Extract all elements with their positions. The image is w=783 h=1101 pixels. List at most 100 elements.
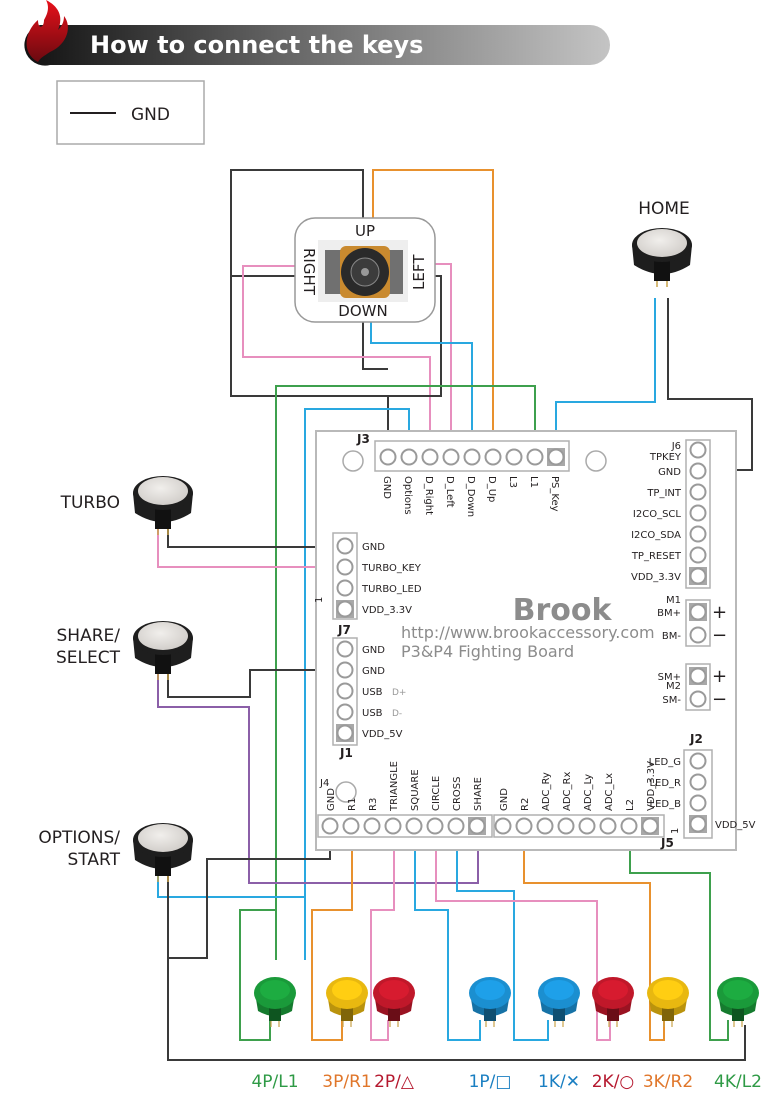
- board-url: http://www.brookaccessory.com: [401, 623, 655, 642]
- j6-pin-label: I2CO_SDA: [631, 530, 681, 541]
- j5-label: J5: [660, 836, 674, 850]
- button-turbo[interactable]: [133, 476, 193, 535]
- button-options[interactable]: [133, 823, 193, 882]
- wire-joystick-gnd-d: [388, 275, 442, 397]
- j1-pin-gnd: [336, 661, 354, 679]
- j2-pin-led_g: [689, 752, 707, 770]
- action-button[interactable]: [538, 977, 580, 1027]
- board-outline: [315, 430, 737, 851]
- j6-pin-label: TPKEY: [649, 452, 682, 463]
- button-switch: [155, 650, 171, 674]
- j5-pin-adc_ry: [536, 817, 554, 835]
- button-turbo-label: TURBO: [60, 493, 120, 513]
- m2-pin-label: SM+: [658, 672, 681, 683]
- j2-pin-label: LED_B: [650, 799, 682, 810]
- j4-pin-label: TRIANGLE: [389, 761, 400, 812]
- j5-pin-label: ADC_Ry: [541, 772, 552, 811]
- j7-pin-gnd: [336, 537, 354, 555]
- j5-pin-l2: [620, 817, 638, 835]
- action-button[interactable]: [254, 977, 296, 1027]
- wire-4p: [239, 909, 277, 1041]
- button-switch: [654, 257, 670, 281]
- j7-header: [332, 532, 358, 620]
- j1-header: [332, 637, 358, 746]
- j1-pin-label: USB: [362, 687, 383, 698]
- wire-share-gnd: [167, 669, 345, 698]
- wire-2k: [435, 826, 611, 1041]
- mount-hole: [585, 450, 607, 472]
- j3-pin-ps_key: [547, 448, 565, 466]
- action-button[interactable]: [647, 977, 689, 1027]
- j4-pin-label: R1: [347, 798, 358, 811]
- wire-d-down: [370, 322, 473, 460]
- j3-pin-label: L1: [528, 476, 539, 488]
- wire-joystick-gnd-c: [362, 322, 388, 370]
- polarity-sign: +: [712, 666, 727, 687]
- j2-pin-label: LED_R: [649, 778, 681, 789]
- j1-pin-label: USB: [362, 708, 383, 719]
- action-button-label: 2P/△: [374, 1072, 415, 1092]
- j4-pin-share: [468, 817, 486, 835]
- button-share[interactable]: [133, 621, 193, 680]
- j3-pin-l1: [526, 448, 544, 466]
- action-button[interactable]: [326, 977, 368, 1027]
- button-share-label: SHARE/: [57, 626, 121, 646]
- j3-pin-label: GND: [381, 476, 392, 499]
- j5-pin-vdd_3.3v: [641, 817, 659, 835]
- button-home[interactable]: [632, 228, 692, 287]
- wire-turbo-key: [157, 526, 345, 568]
- j6-header: [685, 439, 711, 589]
- m2-pin-label: SM-: [662, 695, 681, 706]
- j4-pin-label: GND: [326, 788, 337, 811]
- action-button[interactable]: [373, 977, 415, 1027]
- j4-pin-cross: [447, 817, 465, 835]
- j7-pin-label: TURBO_KEY: [361, 563, 422, 574]
- j7-pin-turbo_led: [336, 579, 354, 597]
- j5-pin-label: GND: [499, 788, 510, 811]
- board-brand: Brook: [513, 593, 613, 628]
- j4-pin-label: CROSS: [452, 777, 463, 812]
- j2-pin-label: LED_G: [649, 757, 681, 768]
- m2-label: M2: [666, 681, 681, 692]
- j7-pin-turbo_key: [336, 558, 354, 576]
- action-button[interactable]: [469, 977, 511, 1027]
- legend-gnd-label: GND: [131, 105, 170, 125]
- brook-board: Brook http://www.brookaccessory.com P3&P…: [314, 430, 756, 851]
- j5-pin-label: ADC_Lx: [604, 773, 615, 811]
- m1-pin-label: BM+: [657, 608, 681, 619]
- j3-pin-label: D_Left: [444, 476, 455, 508]
- j1-pin-vdd_5v: [336, 724, 354, 742]
- j2-label: J2: [689, 732, 703, 746]
- j3-pin-l3: [505, 448, 523, 466]
- m1-label: M1: [666, 595, 681, 606]
- action-button[interactable]: [592, 977, 634, 1027]
- button-cap: [138, 824, 188, 852]
- wire-4k: [629, 826, 729, 1041]
- m2-header: [685, 663, 711, 711]
- m2-pin-sm-: [689, 690, 707, 708]
- wire-d-up: [372, 169, 494, 460]
- m1-pin-bm+: [689, 603, 707, 621]
- joystick: UP DOWN RIGHT LEFT: [294, 217, 436, 323]
- j7-pin-vdd_3.3v: [336, 600, 354, 618]
- j6-pin-i2co_sda: [689, 525, 707, 543]
- j6-pin-gnd: [689, 462, 707, 480]
- j3-header: [374, 440, 570, 472]
- j2-pin-vdd_5v: [689, 815, 707, 833]
- j6-pin-label: TP_RESET: [631, 551, 682, 562]
- j2-pin-led_b: [689, 794, 707, 812]
- joystick-label-right: RIGHT: [300, 248, 318, 296]
- j5-pin-adc_rx: [557, 817, 575, 835]
- j4-pin-label: R3: [368, 798, 379, 811]
- j6-pin-label: VDD_3.3V: [631, 572, 681, 583]
- j4-pin-r3: [363, 817, 381, 835]
- j4-pin-r1: [342, 817, 360, 835]
- j3-pin-gnd: [379, 448, 397, 466]
- page-title: How to connect the keys: [90, 31, 423, 59]
- j1-pin-usb: [336, 682, 354, 700]
- button-cap: [637, 229, 687, 257]
- action-button[interactable]: [717, 977, 759, 1027]
- j5-pin-label: L2: [625, 799, 636, 811]
- board-model: P3&P4 Fighting Board: [401, 642, 574, 661]
